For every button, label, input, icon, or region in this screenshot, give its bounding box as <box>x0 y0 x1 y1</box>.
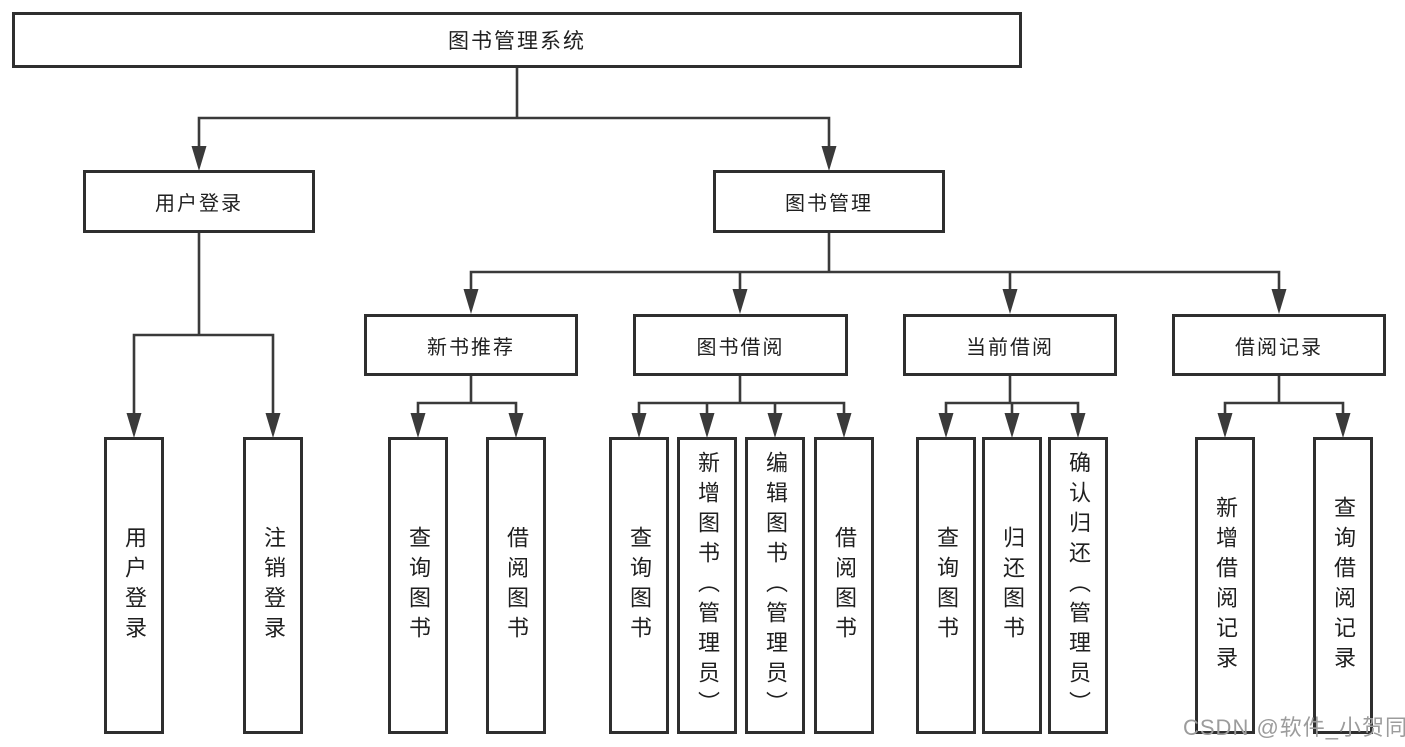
node-user-login: 用户登录 <box>83 170 315 233</box>
leaf-label: 注销登录 <box>261 525 286 646</box>
leaf-query-books-borrowing: 查询图书 <box>609 437 669 734</box>
leaf-label: 查询借阅记录 <box>1331 495 1356 676</box>
leaf-add-book-admin: 新增图书（管理员） <box>677 437 737 734</box>
leaf-label: 编辑图书（管理员） <box>763 450 788 721</box>
node-borrowing-records: 借阅记录 <box>1172 314 1386 376</box>
leaf-label: 查询图书 <box>406 525 431 646</box>
leaf-label: 查询图书 <box>627 525 652 646</box>
node-book-management: 图书管理 <box>713 170 945 233</box>
node-current-borrowing: 当前借阅 <box>903 314 1117 376</box>
leaf-user-login: 用户登录 <box>104 437 164 734</box>
node-library-management-system: 图书管理系统 <box>12 12 1022 68</box>
leaf-label: 查询图书 <box>934 525 959 646</box>
node-label: 用户登录 <box>155 193 243 215</box>
leaf-logout: 注销登录 <box>243 437 303 734</box>
leaf-label: 用户登录 <box>122 525 147 646</box>
leaf-edit-book-admin: 编辑图书（管理员） <box>745 437 805 734</box>
leaf-label: 借阅图书 <box>504 525 529 646</box>
leaf-label: 归还图书 <box>1000 525 1025 646</box>
node-label: 借阅记录 <box>1235 336 1323 359</box>
leaf-borrow-books-borrowing: 借阅图书 <box>814 437 874 734</box>
node-new-book-recommend: 新书推荐 <box>364 314 578 376</box>
leaf-label: 确认归还（管理员） <box>1066 450 1091 721</box>
node-label: 当前借阅 <box>966 336 1054 359</box>
arrowheads <box>126 146 1351 438</box>
csdn-watermark: CSDN @软件_小贺同学 <box>1183 715 1405 740</box>
leaf-label: 新增借阅记录 <box>1213 495 1238 676</box>
leaf-label: 新增图书（管理员） <box>695 450 720 721</box>
leaf-query-books-recommend: 查询图书 <box>388 437 448 734</box>
node-label: 图书借阅 <box>696 336 785 359</box>
node-book-borrowing: 图书借阅 <box>633 314 848 376</box>
leaf-return-book: 归还图书 <box>982 437 1042 734</box>
node-label: 图书管理 <box>785 193 873 215</box>
leaf-confirm-return-admin: 确认归还（管理员） <box>1048 437 1108 734</box>
node-label: 新书推荐 <box>427 336 515 359</box>
leaf-label: 借阅图书 <box>832 525 857 646</box>
leaf-query-borrow-record: 查询借阅记录 <box>1313 437 1373 734</box>
node-label: 图书管理系统 <box>448 30 586 53</box>
leaf-query-books-current: 查询图书 <box>916 437 976 734</box>
leaf-add-borrow-record: 新增借阅记录 <box>1195 437 1255 734</box>
leaf-borrow-books-recommend: 借阅图书 <box>486 437 546 734</box>
